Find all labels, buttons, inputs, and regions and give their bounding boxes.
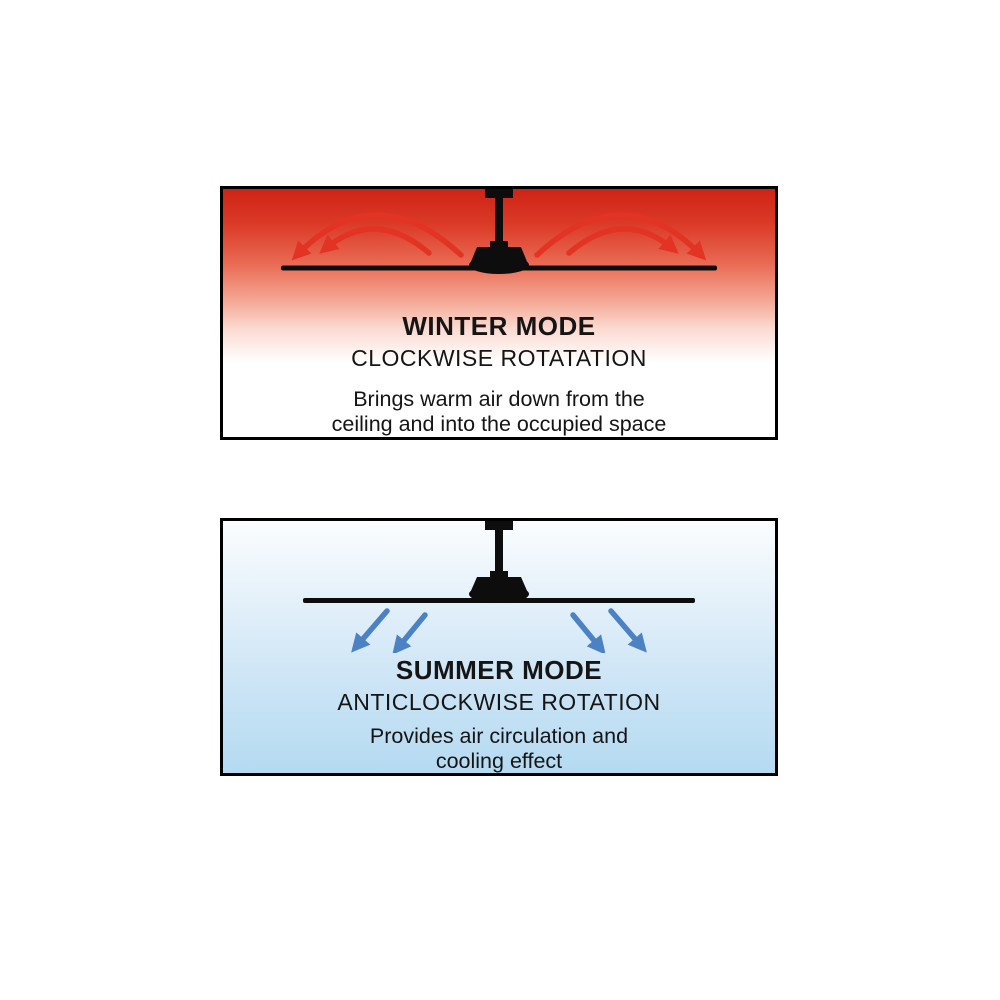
summer-mode-title: SUMMER MODE xyxy=(395,655,603,685)
summer-description-line1: Provides air circulation and xyxy=(369,724,629,748)
summer-fan-airflow-graphic xyxy=(303,521,695,653)
summer-mode-panel: SUMMER MODE ANTICLOCKWISE ROTATION Provi… xyxy=(220,518,778,776)
winter-description: Brings warm air down from the ceiling an… xyxy=(223,387,775,438)
ceiling-fan-icon xyxy=(281,189,717,274)
winter-mode-panel: WINTER MODE CLOCKWISE ROTATATION Brings … xyxy=(220,186,778,440)
winter-description-line1: Brings warm air down from the xyxy=(353,387,645,411)
warm-airflow-arrows-icon xyxy=(291,212,707,261)
summer-rotation-label: ANTICLOCKWISE ROTATION xyxy=(337,689,661,715)
summer-description-line2: cooling effect xyxy=(435,749,563,774)
winter-fan-airflow-graphic xyxy=(281,189,717,274)
summer-description: Provides air circulation and cooling eff… xyxy=(223,724,775,775)
winter-description-line2: ceiling and into the occupied space xyxy=(331,412,667,437)
ceiling-fan-icon xyxy=(303,521,695,603)
winter-mode-title: WINTER MODE xyxy=(402,311,596,341)
winter-rotation-label: CLOCKWISE ROTATATION xyxy=(351,345,647,371)
cool-airflow-arrows-icon xyxy=(351,608,647,653)
